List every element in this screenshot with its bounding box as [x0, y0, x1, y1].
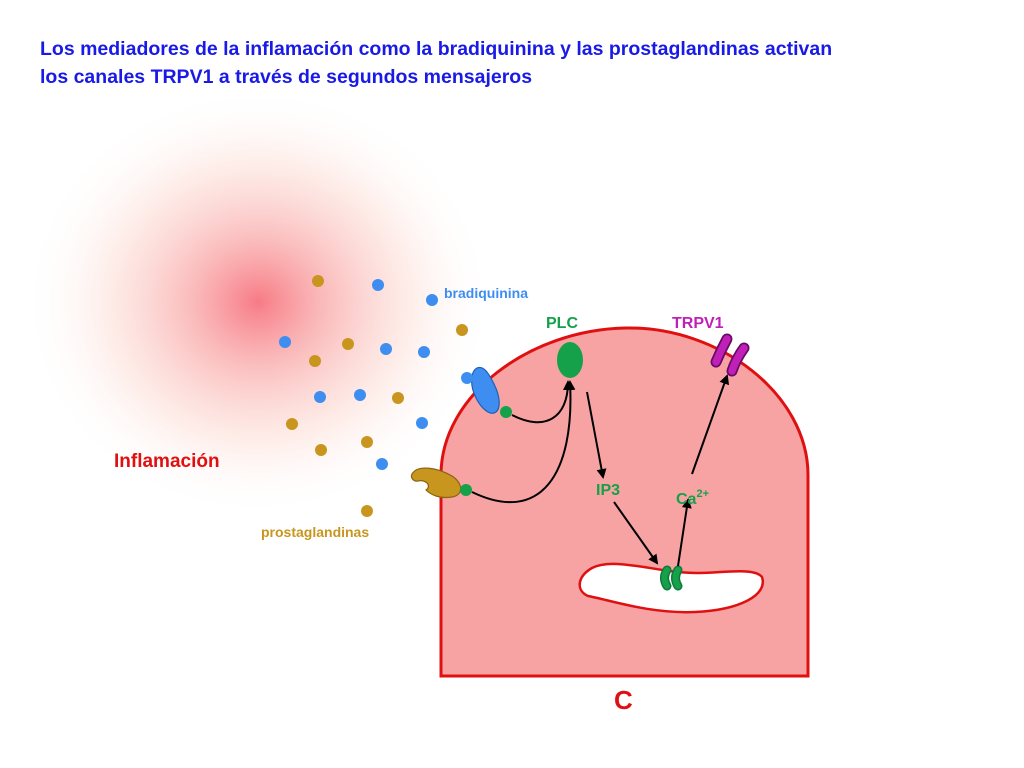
- arrow-bk-receptor-to-plc: [511, 380, 573, 424]
- arrow-pg-receptor-to-plc: [471, 380, 576, 504]
- bradykinin-molecule: [418, 346, 430, 358]
- trpv1-channel: [710, 333, 750, 377]
- plc-enzyme: [557, 342, 583, 378]
- prostaglandin-molecule: [392, 392, 404, 404]
- title-line-2: los canales TRPV1 a través de segundos m…: [40, 66, 533, 88]
- bradykinin-molecules: [279, 279, 473, 470]
- inflammation-cloud: [23, 87, 493, 517]
- bradykinin-molecule: [380, 343, 392, 355]
- prostaglandin-molecule: [456, 324, 468, 336]
- arrow-ip3-to-er: [613, 501, 659, 565]
- label-trpv1: TRPV1: [672, 315, 724, 332]
- panel-letter: C: [614, 685, 633, 715]
- label-calcium-charge: 2+: [696, 488, 709, 500]
- bradykinin-molecule: [376, 458, 388, 470]
- title-line-1: Los mediadores de la inflamación como la…: [40, 38, 833, 60]
- label-ip3: IP3: [596, 482, 620, 499]
- label-prostaglandinas: prostaglandinas: [261, 524, 369, 540]
- bradykinin-molecule: [314, 391, 326, 403]
- label-calcium: Ca2+: [676, 488, 709, 508]
- bradykinin-molecule: [426, 294, 438, 306]
- bradykinin-molecule: [354, 389, 366, 401]
- prostaglandin-molecule: [361, 436, 373, 448]
- arrow-plc-to-ip3: [586, 391, 607, 479]
- label-calcium-symbol: Ca: [676, 491, 697, 508]
- prostaglandin-molecule: [315, 444, 327, 456]
- arrow-calcium-to-trpv1: [691, 374, 730, 475]
- bradykinin-molecule: [372, 279, 384, 291]
- label-inflamacion: Inflamación: [114, 451, 220, 472]
- bradykinin-receptor: [471, 366, 512, 418]
- prostaglandin-molecules: [286, 275, 468, 517]
- prostaglandin-molecule: [361, 505, 373, 517]
- prostaglandin-molecule: [312, 275, 324, 287]
- cell-body: [439, 326, 810, 678]
- diagram-title: Los mediadores de la inflamación como la…: [40, 35, 1000, 91]
- label-plc: PLC: [546, 315, 578, 332]
- label-bradiquinina: bradiquinina: [444, 285, 528, 301]
- prostaglandin-molecule: [342, 338, 354, 350]
- bradykinin-molecule: [279, 336, 291, 348]
- er-calcium-channel: [660, 565, 683, 591]
- prostaglandin-molecule: [309, 355, 321, 367]
- prostaglandin-receptor: [410, 467, 472, 499]
- bradykinin-molecule: [461, 372, 473, 384]
- prostaglandin-molecule: [286, 418, 298, 430]
- bradykinin-molecule: [416, 417, 428, 429]
- arrow-er-to-calcium: [677, 498, 692, 567]
